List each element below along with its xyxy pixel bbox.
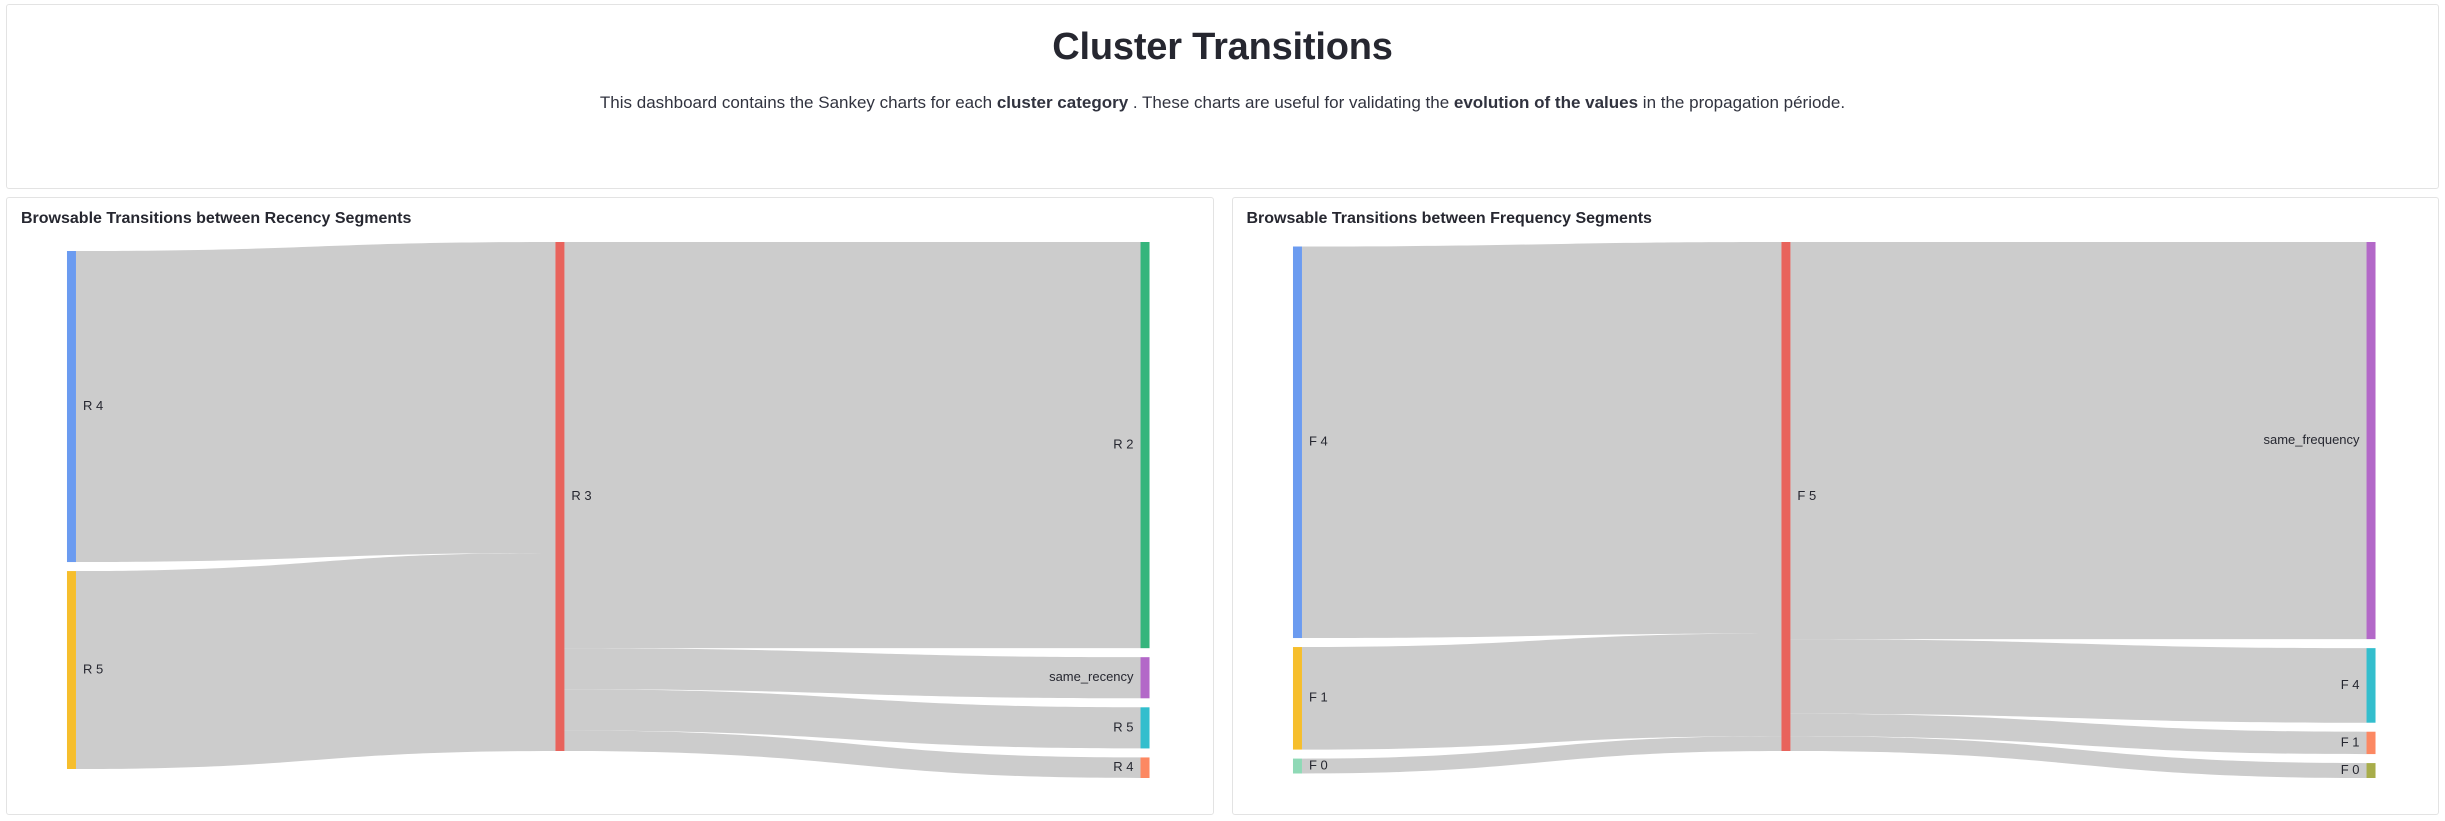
- panel-recency: Browsable Transitions between Recency Se…: [6, 197, 1214, 815]
- sankey-node-label: R 2: [1113, 437, 1133, 452]
- sankey-node-label: R 5: [83, 661, 103, 676]
- sankey-svg: F 4 F 1 F 0 F 5 same_frequency F 4 F 1 F 0: [1292, 242, 2376, 778]
- charts-row: Browsable Transitions between Recency Se…: [6, 197, 2439, 815]
- sankey-node-label: F 1: [1308, 690, 1327, 705]
- sankey-node-label: same_frequency: [2263, 432, 2359, 447]
- sankey-node-label: F 0: [1308, 757, 1327, 772]
- sankey-link[interactable]: [564, 242, 1141, 649]
- sankey-node-label: F 0: [2340, 762, 2359, 777]
- sankey-node-label: same_recency: [1049, 669, 1134, 684]
- page-title: Cluster Transitions: [1052, 26, 1393, 68]
- sankey-node-r5[interactable]: [66, 571, 76, 769]
- sankey-link[interactable]: [564, 689, 1141, 749]
- sankey-node-label: R 3: [571, 488, 591, 503]
- sankey-link[interactable]: [75, 553, 556, 769]
- subtitle-emphasis: evolution of the values: [1453, 92, 1639, 112]
- subtitle-text: . These charts are useful for validating…: [1128, 92, 1454, 112]
- sankey-links: [1301, 242, 2367, 778]
- page-subtitle: This dashboard contains the Sankey chart…: [600, 91, 1845, 115]
- sankey-link[interactable]: [75, 242, 556, 563]
- sankey-node-f1[interactable]: [1292, 647, 1302, 750]
- sankey-link[interactable]: [564, 648, 1141, 699]
- sankey-node-r5[interactable]: [1140, 707, 1150, 749]
- sankey-node-label: R 5: [1113, 719, 1133, 734]
- sankey-chart-frequency[interactable]: F 4 F 1 F 0 F 5 same_frequency F 4 F 1 F 0: [1247, 230, 2425, 804]
- sankey-node-f0[interactable]: [2366, 763, 2376, 778]
- sankey-node-label: F 1: [2340, 734, 2359, 749]
- sankey-node-f5[interactable]: [1780, 242, 1790, 751]
- sankey-link[interactable]: [1789, 242, 2367, 640]
- sankey-node-f4[interactable]: [1292, 246, 1302, 639]
- sankey-node-f1[interactable]: [2366, 731, 2376, 755]
- sankey-node-r3[interactable]: [555, 242, 565, 751]
- sankey-nodes: R 4 R 5 R 3 R 2 same_recency R 5 R 4: [66, 242, 1150, 778]
- chart-title-frequency: Browsable Transitions between Frequency …: [1246, 210, 1652, 227]
- sankey-links: [75, 242, 1141, 778]
- sankey-link[interactable]: [1789, 639, 2367, 723]
- sankey-link[interactable]: [1789, 736, 2367, 778]
- sankey-link[interactable]: [564, 730, 1141, 778]
- panel-frequency: Browsable Transitions between Frequency …: [1231, 197, 2439, 815]
- sankey-node-same_frequency[interactable]: [2366, 242, 2376, 640]
- sankey-node-r4[interactable]: [66, 251, 76, 563]
- sankey-svg: R 4 R 5 R 3 R 2 same_recency R 5 R 4: [66, 242, 1150, 778]
- sankey-node-r2[interactable]: [1140, 242, 1150, 649]
- chart-title-recency: Browsable Transitions between Recency Se…: [21, 210, 412, 227]
- sankey-node-r4[interactable]: [1140, 757, 1150, 778]
- sankey-node-label: R 4: [83, 398, 103, 413]
- sankey-node-label: F 5: [1797, 488, 1816, 503]
- sankey-link[interactable]: [1301, 736, 1781, 774]
- sankey-node-f0[interactable]: [1292, 758, 1302, 774]
- subtitle-text: This dashboard contains the Sankey chart…: [599, 92, 997, 112]
- sankey-link[interactable]: [1301, 633, 1781, 750]
- sankey-chart-recency[interactable]: R 4 R 5 R 3 R 2 same_recency R 5 R 4: [21, 230, 1199, 804]
- sankey-node-label: F 4: [2340, 677, 2359, 692]
- sankey-node-same_recency[interactable]: [1140, 657, 1150, 699]
- subtitle-emphasis: cluster category: [996, 92, 1129, 112]
- sankey-node-f4[interactable]: [2366, 648, 2376, 723]
- sankey-node-label: R 4: [1113, 759, 1133, 774]
- sankey-nodes: F 4 F 1 F 0 F 5 same_frequency F 4 F 1 F 0: [1292, 242, 2376, 778]
- sankey-link[interactable]: [1789, 713, 2367, 755]
- header-panel: Cluster Transitions This dashboard conta…: [6, 4, 2439, 189]
- subtitle-text: in the propagation période.: [1638, 92, 1846, 112]
- sankey-node-label: F 4: [1308, 434, 1327, 449]
- sankey-link[interactable]: [1301, 242, 1781, 639]
